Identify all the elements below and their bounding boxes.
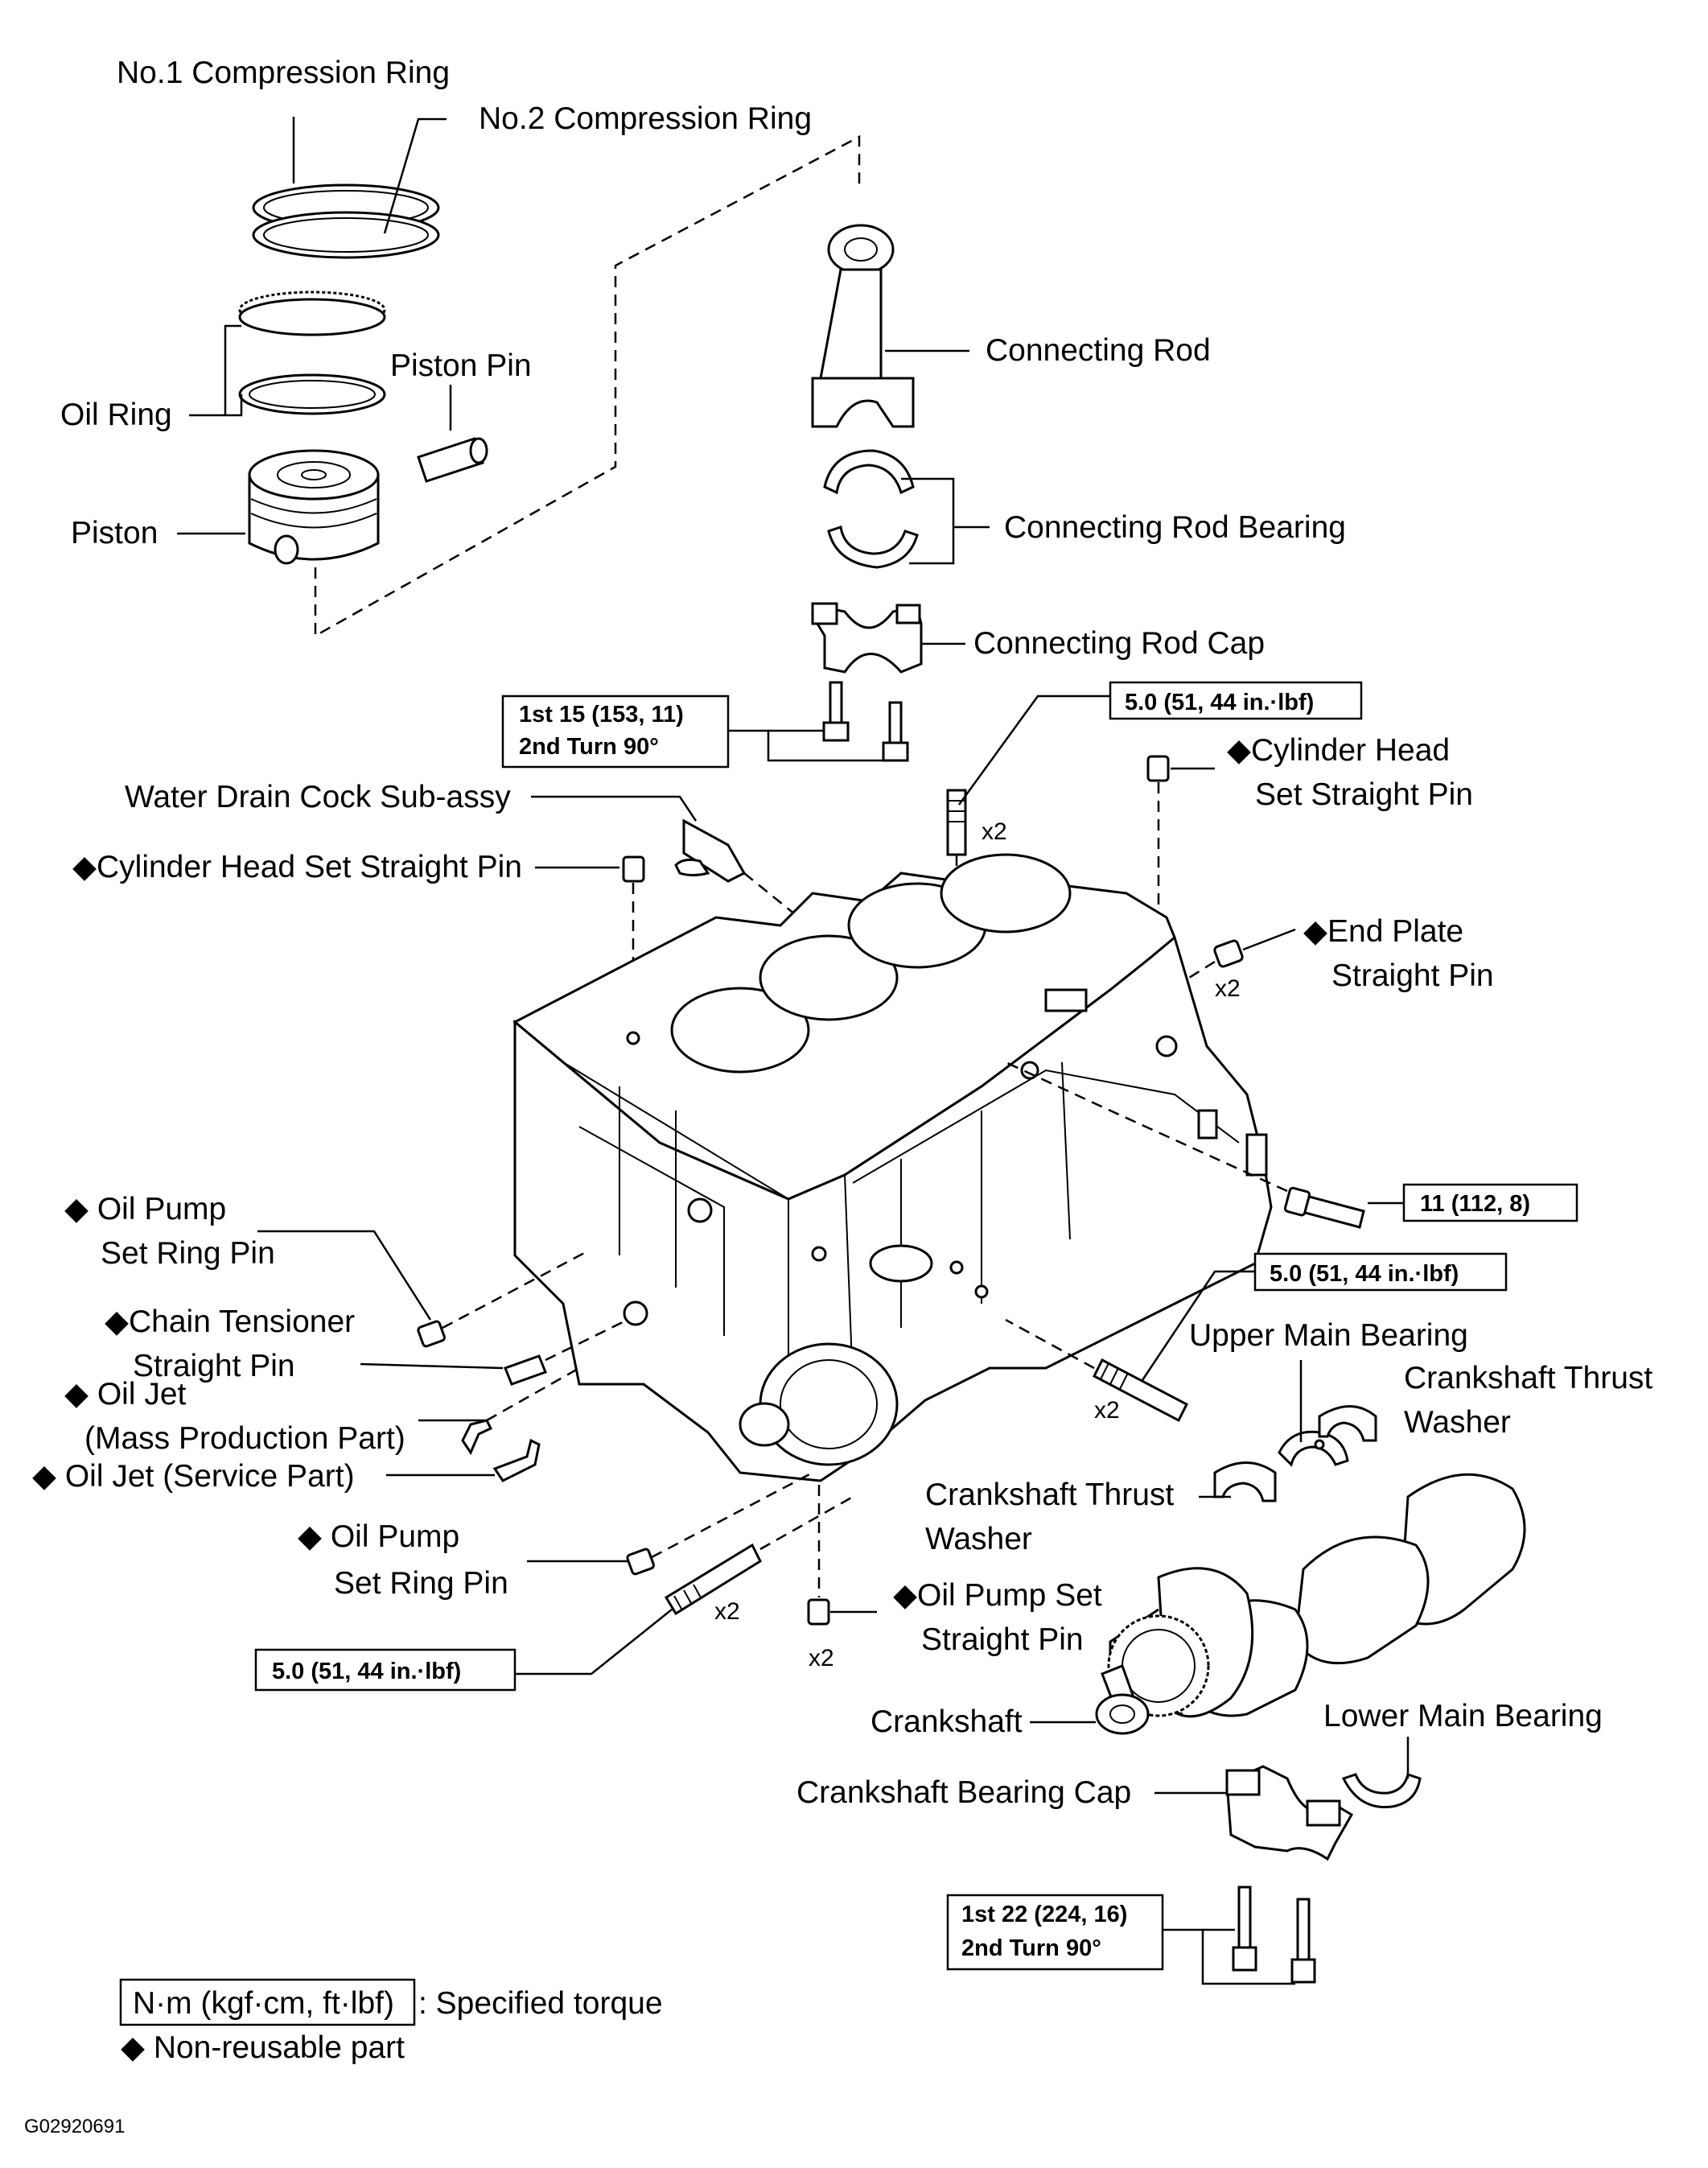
torque-stud-bottom: 5.0 (51, 44 in.·lbf) (272, 1659, 461, 1684)
multiplier-stud-front: x2 (1094, 1397, 1120, 1424)
multiplier-stud-bottom: x2 (714, 1598, 740, 1625)
label-piston-pin: Piston Pin (390, 348, 532, 383)
oil-pump-straight-pin (807, 1598, 830, 1626)
oil-pump-ring-pin-bottom (626, 1548, 655, 1576)
piston (248, 449, 380, 565)
torque-main-cap-line2: 2nd Turn 90° (961, 1935, 1101, 1961)
label-upper-main-bearing: Upper Main Bearing (1189, 1318, 1468, 1353)
label-oil-jet-service: ◆ Oil Jet (Service Part) (32, 1459, 355, 1494)
torque-rod-cap-line1: 1st 15 (153, 11) (519, 702, 684, 727)
label-cylinder-head-pin-right-1: ◆Cylinder Head (1227, 733, 1450, 768)
label-connecting-rod-bearing: Connecting Rod Bearing (1004, 510, 1346, 545)
label-thrust-washer-right-2: Washer (1404, 1405, 1511, 1440)
label-thrust-washer-right-1: Crankshaft Thrust (1404, 1361, 1652, 1395)
chain-tensioner-pin (504, 1354, 547, 1386)
cylinder-head-pin-right (1146, 755, 1170, 782)
torque-box-stud-top (1109, 681, 1363, 720)
connecting-rod-bearing (823, 449, 919, 569)
thrust-washer-right (1318, 1405, 1377, 1442)
label-no2-compression-ring: No.2 Compression Ring (479, 101, 812, 136)
main-cap-bolt-right (1290, 1898, 1316, 1984)
label-cylinder-head-pin-left: ◆Cylinder Head Set Straight Pin (72, 850, 522, 884)
side-bolt (1283, 1186, 1365, 1229)
label-oil-pump-ring-pin-top-2: Set Ring Pin (101, 1236, 275, 1271)
figure-id: G02920691 (24, 2116, 125, 2137)
torque-side-bolt: 11 (112, 8) (1420, 1191, 1530, 1217)
legend-non-reusable: ◆ Non-reusable part (121, 2030, 405, 2065)
stud-bottom (664, 1543, 762, 1616)
label-no1-compression-ring: No.1 Compression Ring (117, 56, 450, 90)
label-oil-pump-straight-pin-1: ◆Oil Pump Set (893, 1578, 1102, 1613)
label-chain-tensioner-pin-1: ◆Chain Tensioner (105, 1305, 355, 1339)
upper-main-bearing (1278, 1430, 1349, 1467)
label-oil-ring: Oil Ring (60, 398, 172, 432)
piston-pin (417, 437, 488, 483)
multiplier-end-plate: x2 (1215, 975, 1241, 1002)
compression-ring-2 (252, 211, 440, 259)
crankshaft-bearing-cap (1225, 1765, 1354, 1861)
rod-cap-bolt-left (822, 681, 850, 742)
legend-torque-desc: : Specified torque (418, 1986, 663, 2021)
multiplier-stud-top: x2 (982, 818, 1007, 845)
cylinder-block (512, 853, 1273, 1482)
oil-pump-ring-pin-top (417, 1320, 446, 1348)
legend: N·m (kgf·cm, ft·lbf) : Specified torque … (119, 1978, 663, 2065)
rod-cap-bolt-right (882, 701, 909, 762)
thrust-washer-left (1213, 1461, 1277, 1502)
label-thrust-washer-left-1: Crankshaft Thrust (925, 1478, 1174, 1512)
lower-main-bearing (1341, 1773, 1422, 1809)
label-oil-pump-ring-pin-bottom-1: ◆ Oil Pump (298, 1519, 459, 1554)
label-oil-jet-mass-1: ◆ Oil Jet (64, 1377, 187, 1412)
connecting-rod (811, 224, 915, 428)
label-water-drain-cock: Water Drain Cock Sub-assy (125, 780, 511, 814)
end-plate-pin (1213, 939, 1244, 968)
torque-rod-cap-line2: 2nd Turn 90° (519, 734, 659, 760)
torque-box-stud-front (1253, 1252, 1508, 1292)
label-piston: Piston (71, 516, 158, 550)
crankshaft (1095, 1473, 1526, 1735)
label-connecting-rod: Connecting Rod (986, 333, 1211, 368)
water-drain-cock (674, 818, 747, 883)
cylinder-head-pin-left (622, 855, 645, 883)
label-oil-pump-ring-pin-top-1: ◆ Oil Pump (64, 1192, 226, 1226)
label-connecting-rod-cap: Connecting Rod Cap (973, 626, 1265, 661)
label-oil-pump-straight-pin-2: Straight Pin (921, 1622, 1084, 1657)
legend-torque-box (119, 1978, 416, 2026)
label-oil-pump-ring-pin-bottom-2: Set Ring Pin (334, 1566, 508, 1601)
oil-jet-service (492, 1438, 541, 1482)
label-oil-jet-mass-2: (Mass Production Part) (84, 1421, 405, 1456)
label-lower-main-bearing: Lower Main Bearing (1323, 1699, 1603, 1733)
torque-box-main-cap (946, 1894, 1164, 1971)
label-chain-tensioner-pin-2: Straight Pin (133, 1349, 295, 1383)
label-crank-bearing-cap: Crankshaft Bearing Cap (796, 1775, 1131, 1810)
label-thrust-washer-left-2: Washer (925, 1522, 1032, 1556)
label-crankshaft: Crankshaft (870, 1704, 1023, 1739)
torque-box-side-bolt (1402, 1183, 1578, 1222)
torque-stud-top: 5.0 (51, 44 in.·lbf) (1125, 690, 1314, 715)
torque-box-stud-bottom (254, 1648, 517, 1692)
legend-torque-unit: N·m (kgf·cm, ft·lbf) (133, 1986, 394, 2021)
stud-top (946, 789, 967, 856)
torque-stud-front: 5.0 (51, 44 in.·lbf) (1270, 1261, 1459, 1287)
torque-box-rod-cap (501, 695, 730, 769)
main-cap-bolt-left (1232, 1886, 1257, 1972)
oil-ring (238, 291, 386, 415)
oil-jet-mass (461, 1419, 493, 1456)
torque-main-cap-line1: 1st 22 (224, 16) (961, 1902, 1127, 1927)
stud-front (1093, 1358, 1188, 1423)
label-cylinder-head-pin-right-2: Set Straight Pin (1255, 777, 1473, 812)
multiplier-oil-pump-pin: x2 (809, 1645, 834, 1671)
label-end-plate-pin-2: Straight Pin (1331, 958, 1494, 993)
label-end-plate-pin-1: ◆End Plate (1303, 914, 1463, 949)
connecting-rod-cap (810, 602, 923, 674)
